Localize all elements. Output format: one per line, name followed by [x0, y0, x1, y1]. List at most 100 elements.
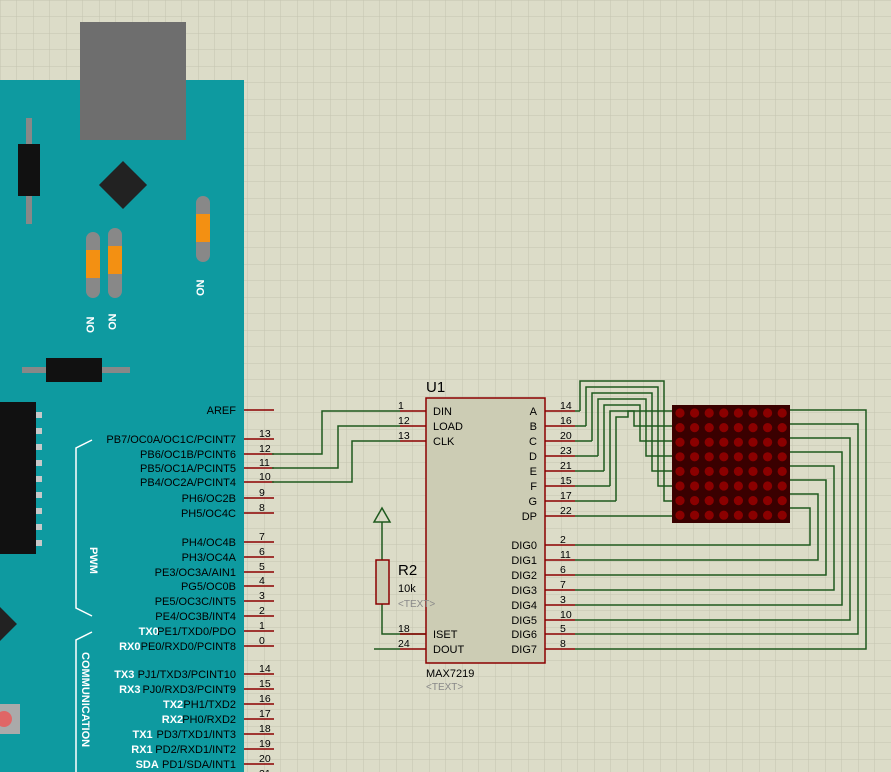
matrix-led	[733, 437, 744, 447]
arduino-pin-num: 21	[259, 768, 271, 772]
matrix-led	[690, 466, 700, 476]
switch-1-knob	[86, 250, 100, 278]
arduino-pin-label: PD3/TXD1/INT3	[157, 729, 236, 741]
vcc-arrow	[372, 506, 392, 523]
ic-pin	[36, 412, 42, 418]
matrix-led	[777, 408, 787, 418]
ic-pin	[36, 476, 42, 482]
arduino-pin-label: PH1/TXD2	[183, 699, 236, 711]
matrix-led	[733, 408, 744, 418]
arduino-pin-num: 4	[259, 575, 265, 587]
digit-wire	[575, 409, 867, 650]
chip-ref: U1	[426, 379, 445, 396]
arduino-pin-tag: RX1	[131, 744, 152, 756]
chip-left-pin-num: 12	[398, 415, 410, 427]
matrix-body	[672, 405, 790, 523]
resistor-value: 10k	[398, 583, 416, 595]
chip-right-pin-num: 8	[560, 638, 566, 650]
matrix-led	[675, 496, 685, 506]
digit-wire	[575, 423, 859, 635]
arduino-pin-label: PH5/OC4C	[181, 508, 236, 520]
max7219-chip[interactable]: U1 MAX7219 <TEXT> DIN1LOAD12CLK13ISET18D…	[374, 379, 575, 693]
arduino-pin-num: 1	[259, 620, 265, 632]
resistor-ref: R2	[398, 562, 417, 579]
chip-right-pin-num: 7	[560, 579, 566, 591]
arduino-pin-label: PE1/TXD0/PDO	[157, 626, 236, 638]
chip-left-pin-num: 24	[398, 638, 410, 650]
chip-right-pin-num: 17	[560, 490, 572, 502]
matrix-led	[777, 496, 787, 506]
matrix-led	[763, 408, 773, 418]
chip-body	[425, 397, 546, 664]
arduino-pin-num: 0	[259, 635, 265, 647]
matrix-led	[733, 423, 744, 433]
chip-right-pin-num: 5	[560, 623, 566, 635]
segment-wire	[579, 380, 672, 502]
matrix-led	[733, 452, 744, 462]
matrix-led	[763, 496, 773, 506]
resistor-body	[375, 559, 390, 605]
chip-left-pin-name: CLK	[433, 436, 455, 448]
arduino-pin-num: 20	[259, 753, 271, 765]
diode-body-top	[18, 144, 40, 196]
ic-left-pins	[36, 412, 42, 546]
matrix-led	[733, 496, 744, 506]
segment-wire	[591, 392, 672, 472]
arduino-pin-num: 3	[259, 590, 265, 602]
arduino-pin-label: PD2/RXD1/INT2	[155, 744, 236, 756]
matrix-led	[719, 510, 729, 520]
arduino-pin-label: PG5/OC0B	[181, 581, 236, 593]
matrix-led	[733, 481, 744, 491]
matrix-led	[719, 437, 729, 447]
chip-part: MAX7219	[426, 668, 474, 680]
arduino-pin-label: PE3/OC3A/AIN1	[155, 567, 236, 579]
arduino-pin-label: PH6/OC2B	[182, 493, 236, 505]
arduino-pin-num: 14	[259, 663, 271, 675]
usb-connector	[80, 22, 186, 140]
led-matrix[interactable]	[672, 405, 790, 523]
chip-right-pin-name: C	[529, 436, 537, 448]
chip-right-pin-name: G	[528, 496, 537, 508]
matrix-led	[777, 452, 787, 462]
resistor-text: <TEXT>	[398, 599, 435, 610]
digit-wire	[575, 493, 819, 561]
segment-wire	[615, 410, 672, 501]
arduino-pin-num: 17	[259, 708, 271, 720]
matrix-led	[704, 423, 714, 433]
arduino-pin-tag: TX0	[139, 626, 159, 638]
matrix-led	[763, 481, 773, 491]
matrix-led	[704, 510, 714, 520]
arduino-pin-label: PJ0/RXD3/PCINT9	[142, 684, 236, 696]
matrix-led	[690, 408, 700, 418]
arduino-board[interactable]: ON ON ON PWM COMMUNICATION AREFPB7/OC0A/…	[0, 22, 274, 772]
chip-small	[98, 160, 148, 210]
switch-2-knob	[108, 246, 122, 274]
matrix-led	[777, 437, 787, 447]
matrix-led	[719, 466, 729, 476]
matrix-led	[675, 481, 685, 491]
chip-left-pin-num: 1	[398, 400, 404, 412]
pwm-bracket	[75, 439, 93, 617]
pwm-group-label: PWM	[87, 547, 99, 574]
matrix-led	[690, 423, 700, 433]
arduino-pin-label: PB5/OC1A/PCINT5	[140, 463, 236, 475]
arduino-pin-label: PH4/OC4B	[182, 537, 236, 549]
chip-right-pin-num: 6	[560, 564, 566, 576]
matrix-led	[704, 481, 714, 491]
resistor-r2[interactable]: R2 10k <TEXT>	[372, 506, 435, 610]
chip-right-pin-name: DIG6	[511, 629, 537, 641]
matrix-led	[675, 510, 685, 520]
arduino-pin-num: 9	[259, 487, 265, 499]
matrix-led	[777, 466, 787, 476]
chip-left-pin-num: 13	[398, 430, 410, 442]
ic-pin	[36, 508, 42, 514]
digit-wire	[575, 437, 851, 621]
matrix-led	[704, 408, 714, 418]
arduino-pin-label: PH3/OC4A	[182, 552, 237, 564]
matrix-leds	[675, 408, 787, 520]
comm-group-label: COMMUNICATION	[79, 652, 91, 747]
arduino-pin-num: 6	[259, 546, 265, 558]
switch-2-label: ON	[107, 313, 119, 330]
